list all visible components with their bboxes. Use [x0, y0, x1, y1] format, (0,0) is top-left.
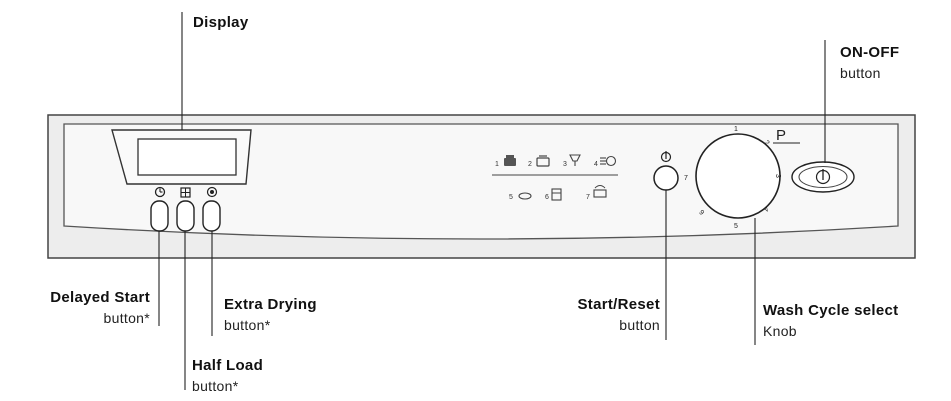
half-load-label: Half Load button* [192, 356, 263, 396]
knob-mark: 3 [774, 174, 781, 178]
display-title: Display [193, 14, 249, 31]
glass-icon [569, 154, 581, 166]
program-number: 4 [594, 161, 598, 168]
extra-drying-icon [206, 186, 218, 198]
wash-cycle-sub: Knob [763, 323, 797, 339]
pot-icon [504, 155, 516, 166]
quick-wash-icon [600, 155, 617, 167]
half-load-button[interactable] [176, 200, 195, 232]
knob-p-label: P [776, 127, 786, 144]
program-number: 1 [495, 161, 499, 168]
program-legend: 1 2 3 4 5 6 7 [492, 154, 618, 201]
knob-mark: 4 [762, 205, 770, 213]
delayed-start-sub: button* [103, 310, 150, 326]
knob-mark: 7 [684, 175, 688, 182]
on-off-inner [798, 166, 848, 188]
program-number: 2 [528, 161, 532, 168]
delayed-start-label: Delayed Start button* [0, 288, 150, 328]
power-icon [815, 169, 831, 185]
wash-cycle-label: Wash Cycle select Knob [763, 301, 898, 341]
extra-drying-title: Extra Drying [224, 296, 317, 313]
half-load-icon [180, 187, 191, 198]
knob-marks: 1 2 3 4 5 6 7 [684, 126, 781, 230]
knob-mark: 5 [734, 223, 738, 230]
extra-drying-button[interactable] [202, 200, 221, 232]
start-reset-label: Start/Reset button [520, 295, 660, 335]
extra-drying-label: Extra Drying button* [224, 295, 317, 335]
panel-inner-face [63, 123, 899, 240]
start-reset-button[interactable] [653, 165, 679, 191]
knob-mark: 6 [698, 208, 706, 216]
program-number: 3 [563, 161, 567, 168]
knob-mark: 2 [763, 139, 771, 147]
delayed-start-icon [154, 186, 166, 198]
program-number: 6 [545, 194, 549, 201]
display-unit [111, 129, 252, 185]
program-number: 5 [509, 194, 513, 201]
half-load-sub: button* [192, 378, 239, 394]
start-reset-icon [660, 151, 672, 163]
on-off-sub: button [840, 65, 881, 81]
program-number: 7 [586, 194, 590, 201]
display-label: Display [193, 13, 248, 33]
start-reset-sub: button [619, 317, 660, 333]
delayed-start-button[interactable] [150, 200, 169, 232]
rinse-icon [593, 185, 607, 198]
leader-lines [158, 12, 826, 390]
soak-icon [551, 188, 562, 201]
eco-icon [518, 192, 532, 200]
dish-icon [536, 155, 550, 167]
delayed-start-title: Delayed Start [50, 289, 150, 306]
on-off-title: ON-OFF [840, 44, 900, 61]
wash-cycle-knob[interactable] [695, 133, 781, 219]
on-off-label: ON-OFF button [840, 43, 899, 83]
half-load-title: Half Load [192, 357, 264, 374]
wash-cycle-title: Wash Cycle select [763, 302, 899, 319]
extra-drying-sub: button* [224, 317, 271, 333]
start-reset-title: Start/Reset [577, 296, 660, 313]
knob-mark: 1 [734, 126, 738, 133]
display-screen [137, 138, 237, 176]
